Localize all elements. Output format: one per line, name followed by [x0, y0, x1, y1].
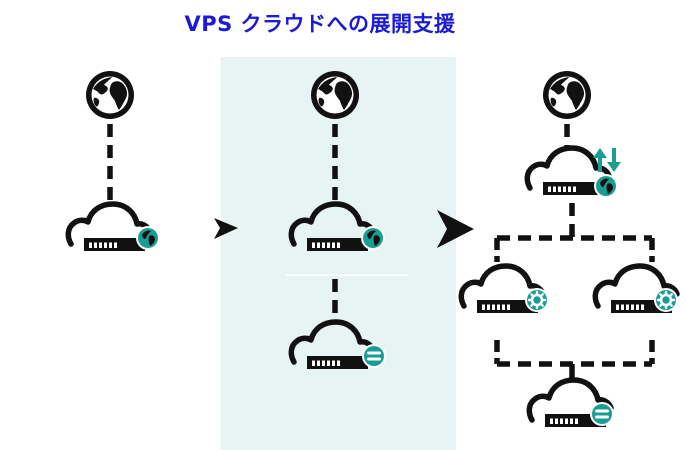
- diagram-title: VPS クラウドへの展開支援: [184, 12, 456, 36]
- globe-icon: [86, 71, 134, 119]
- globe-badge-icon: [361, 226, 385, 250]
- arrow-right-icon: [214, 218, 238, 239]
- gear-badge-icon: [523, 286, 551, 314]
- globe-icon: [543, 71, 591, 119]
- stage-1-single-server: [68, 71, 160, 251]
- cloud-server-icon: [291, 204, 373, 251]
- stage-2-web-db-split: [286, 71, 408, 369]
- gear-badge-icon: [652, 286, 680, 314]
- database-badge-icon: [590, 402, 614, 426]
- database-badge-icon: [362, 344, 386, 368]
- arrow-right-icon: [437, 210, 474, 248]
- up-down-arrows-icon: [593, 148, 621, 172]
- highlight-panel: [221, 57, 456, 450]
- stage-3-load-balanced: [461, 71, 678, 427]
- globe-badge-icon: [594, 174, 618, 198]
- globe-icon: [311, 71, 359, 119]
- cloud-server-icon: [291, 322, 373, 369]
- globe-badge-icon: [136, 226, 160, 250]
